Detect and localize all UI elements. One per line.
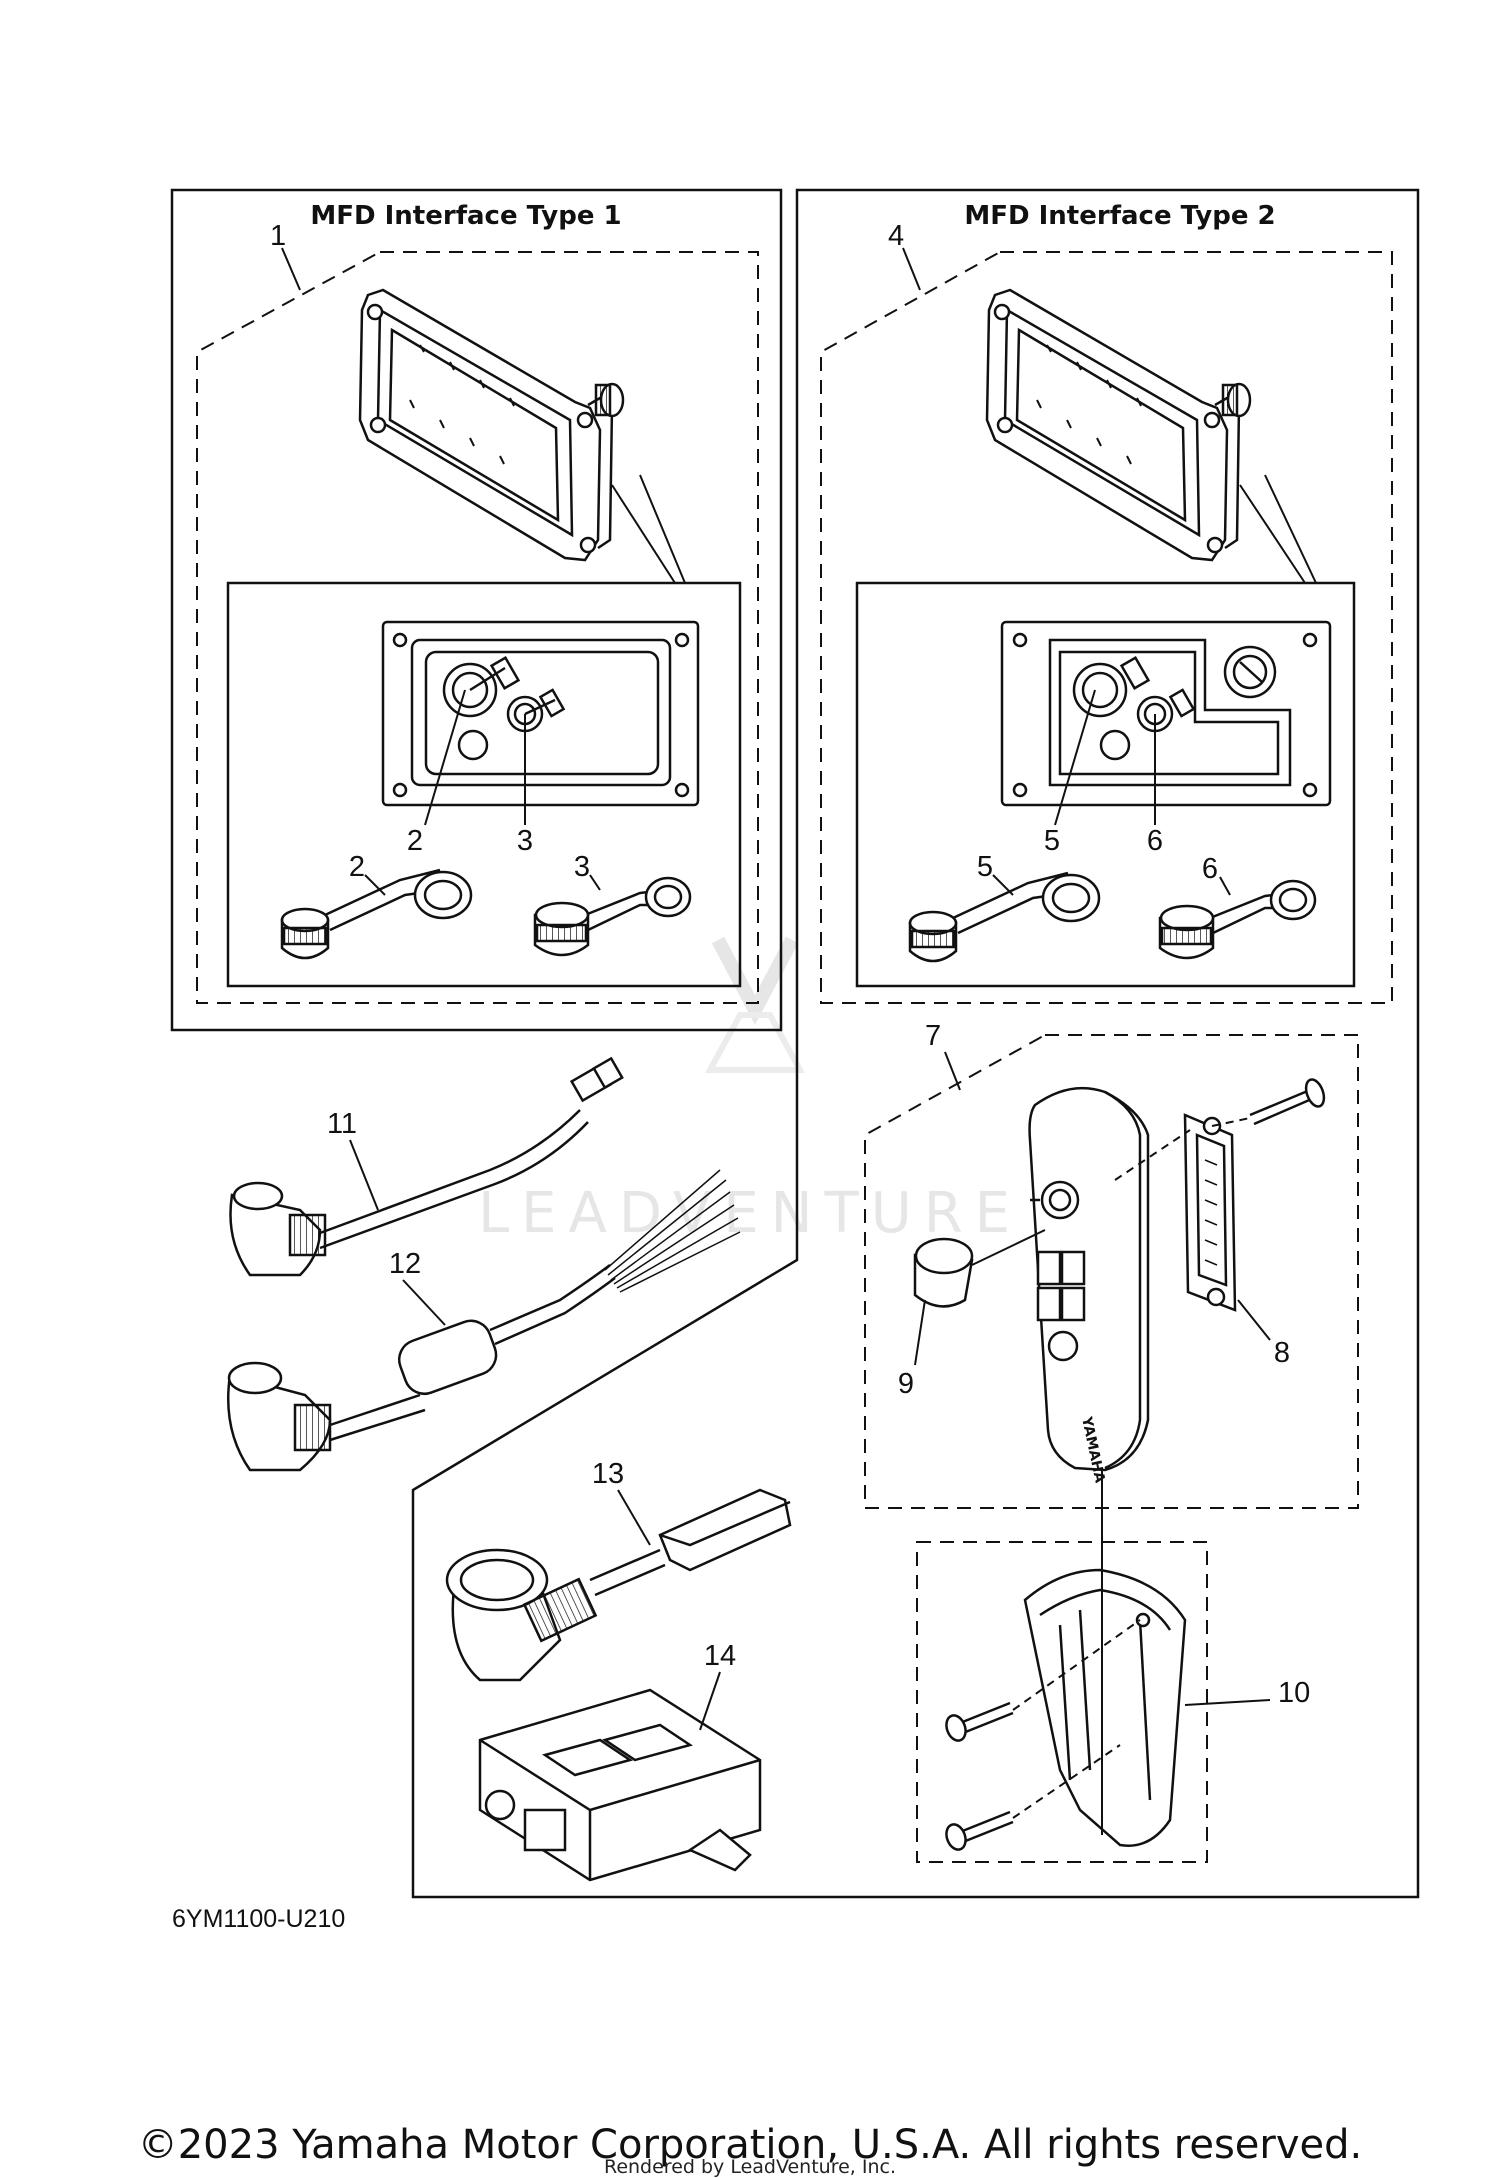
callout-5: 5 bbox=[977, 851, 993, 883]
kit-outline-4 bbox=[820, 251, 1393, 1004]
cap-large-2 bbox=[280, 868, 473, 960]
holder-10 bbox=[1023, 1568, 1187, 1847]
rendered-by-notice: Rendered by LeadVenture, Inc. bbox=[603, 2156, 897, 2178]
leader-13 bbox=[617, 1489, 651, 1546]
frame-mfd-type1 bbox=[170, 188, 783, 1032]
kit-outline-7 bbox=[864, 1034, 1359, 1509]
screw-8 bbox=[1249, 1078, 1326, 1126]
leader-8 bbox=[1237, 1299, 1271, 1341]
zoom-line-type2 bbox=[1239, 474, 1317, 584]
kit-outline-1 bbox=[196, 251, 759, 1004]
copyright-notice: ©2023 Yamaha Motor Corporation, U.S.A. A… bbox=[137, 2122, 1363, 2168]
callout-2: 2 bbox=[349, 851, 365, 883]
cap-small-3 bbox=[533, 876, 692, 957]
callout-4: 4 bbox=[888, 220, 904, 252]
module-14 bbox=[478, 1688, 762, 1882]
inset-box-type1 bbox=[226, 581, 742, 988]
leader-10 bbox=[1184, 1699, 1271, 1706]
watermark-text: LEADVENTURE bbox=[478, 1181, 1022, 1246]
leader-screw-axis-10 bbox=[1012, 1619, 1141, 1819]
leader-2-inset bbox=[424, 689, 466, 826]
callout-13: 13 bbox=[592, 1458, 624, 1490]
leader-2 bbox=[364, 874, 386, 896]
back-plate-type2 bbox=[1000, 620, 1332, 807]
callout-11: 11 bbox=[327, 1108, 357, 1140]
callout-6: 6 bbox=[1202, 853, 1218, 885]
leader-5 bbox=[992, 874, 1014, 896]
leader-4 bbox=[902, 247, 921, 291]
kit-outline-10 bbox=[916, 1541, 1208, 1863]
title-mfd-type2: MFD Interface Type 2 bbox=[964, 201, 1275, 231]
screw-10-lower bbox=[945, 1810, 1014, 1851]
remote-control: YAMAHA bbox=[1028, 1086, 1150, 1484]
callout-3: 3 bbox=[574, 851, 590, 883]
leader-1 bbox=[281, 247, 301, 291]
leader-12 bbox=[402, 1279, 446, 1326]
leader-5-inset bbox=[1054, 689, 1096, 826]
mfd-interface-housing-type1 bbox=[358, 288, 625, 562]
inset-box-type2 bbox=[855, 581, 1356, 988]
callout-14: 14 bbox=[704, 1640, 736, 1672]
leader-3 bbox=[589, 874, 601, 891]
callout-9: 9 bbox=[898, 1368, 914, 1400]
mfd-interface-housing-type2 bbox=[985, 288, 1252, 562]
knob-cap-9 bbox=[913, 1237, 974, 1308]
callout-8: 8 bbox=[1274, 1337, 1290, 1369]
screw-10-upper bbox=[945, 1701, 1014, 1742]
leader-6 bbox=[1219, 876, 1231, 896]
leader-14 bbox=[699, 1671, 721, 1731]
leader-11 bbox=[349, 1139, 379, 1211]
zoom-line-type1 bbox=[611, 474, 686, 584]
watermark: LEADVENTURE bbox=[478, 936, 1022, 1246]
cap-small-6 bbox=[1158, 879, 1317, 960]
callout-10: 10 bbox=[1278, 1677, 1310, 1709]
callout-6-inset: 6 bbox=[1147, 825, 1163, 857]
cable-13 bbox=[445, 1488, 792, 1682]
back-plate-type1 bbox=[381, 620, 700, 807]
bracket-8 bbox=[1183, 1113, 1237, 1312]
cable-12 bbox=[227, 1169, 741, 1472]
callout-1: 1 bbox=[270, 220, 286, 252]
leader-8-screw-axis bbox=[1114, 1117, 1251, 1181]
cable-11 bbox=[229, 1056, 624, 1277]
callout-12: 12 bbox=[389, 1248, 421, 1280]
frame-mfd-type2 bbox=[411, 188, 1420, 1899]
diagram-code: 6YM1100-U210 bbox=[172, 1905, 345, 1933]
callout-7: 7 bbox=[925, 1020, 941, 1052]
leader-7 bbox=[944, 1051, 961, 1091]
leader-9-axis bbox=[971, 1229, 1046, 1266]
title-mfd-type1: MFD Interface Type 1 bbox=[310, 201, 621, 231]
callout-3-inset: 3 bbox=[517, 825, 533, 857]
leader-9 bbox=[914, 1299, 926, 1366]
callout-5-inset: 5 bbox=[1044, 825, 1060, 857]
callout-2-inset: 2 bbox=[407, 825, 423, 857]
